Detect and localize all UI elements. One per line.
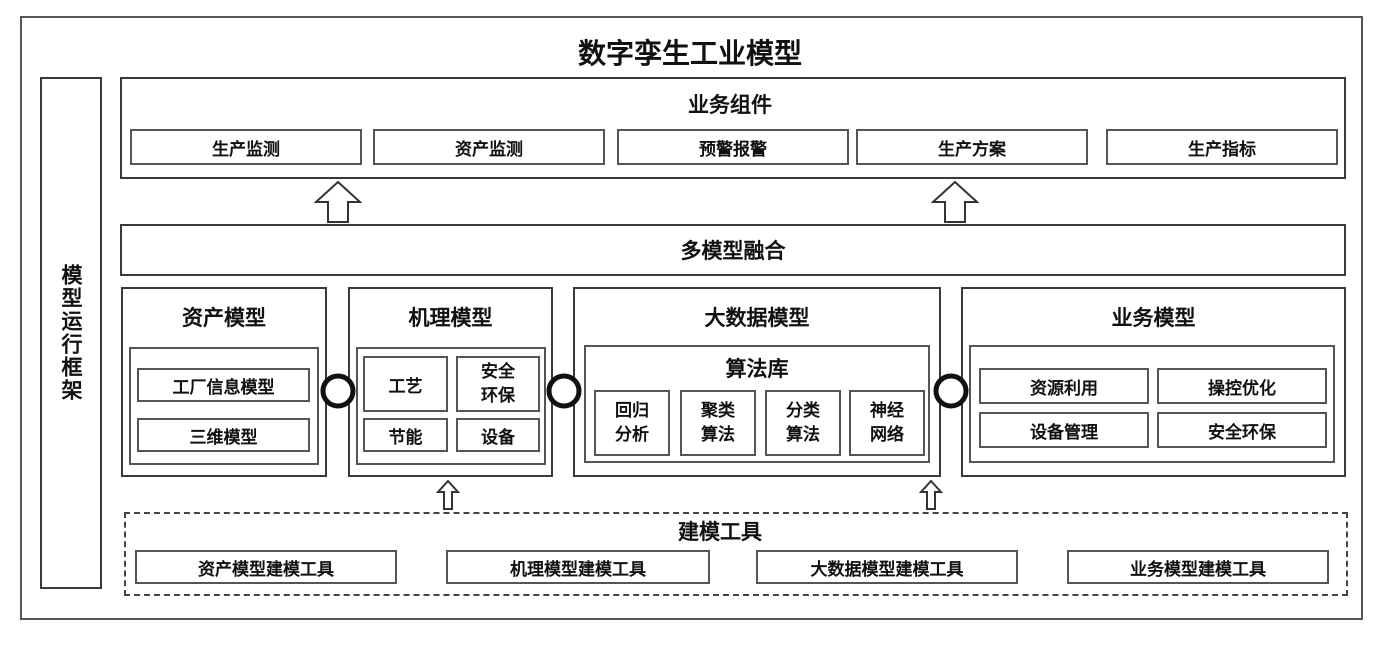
model-runtime-framework: 模型运行框架 bbox=[40, 77, 102, 589]
mechanism-model-item: 工艺 bbox=[363, 356, 448, 412]
business-component-item: 预警报警 bbox=[617, 129, 849, 165]
business-model-item: 安全环保 bbox=[1157, 412, 1327, 448]
business-component-item: 资产监测 bbox=[373, 129, 605, 165]
asset-model-label: 资产模型 bbox=[182, 306, 266, 330]
connector-ring-icon bbox=[546, 373, 582, 409]
algorithm-item-text: 聚类算法 bbox=[701, 401, 735, 445]
business-model-label: 业务模型 bbox=[1111, 306, 1196, 330]
mechanism-model-label: 机理模型 bbox=[408, 306, 493, 330]
modeling-tool-item: 资产模型建模工具 bbox=[135, 550, 397, 584]
algorithm-item: 分类算法 bbox=[765, 390, 841, 456]
business-component-item: 生产监测 bbox=[130, 129, 362, 165]
modeling-tools-panel bbox=[124, 512, 1348, 596]
asset-model-item: 三维模型 bbox=[137, 418, 310, 452]
modeling-tool-item: 业务模型建模工具 bbox=[1067, 550, 1329, 584]
up-arrow-icon bbox=[314, 180, 362, 223]
modeling-tool-item: 大数据模型建模工具 bbox=[756, 550, 1018, 584]
algorithm-item: 回归分析 bbox=[594, 390, 670, 456]
modeling-tools-label: 建模工具 bbox=[678, 520, 762, 544]
diagram-title: 数字孪生工业模型 bbox=[577, 37, 802, 70]
mechanism-model-item: 设备 bbox=[456, 418, 540, 452]
algorithm-item: 聚类算法 bbox=[680, 390, 756, 456]
algorithm-library-label: 算法库 bbox=[725, 357, 789, 381]
algorithm-item-text: 回归分析 bbox=[615, 401, 649, 445]
algorithm-item: 神经网络 bbox=[849, 390, 925, 456]
algorithm-item-text: 分类算法 bbox=[786, 401, 820, 445]
business-model-item: 操控优化 bbox=[1157, 368, 1327, 404]
multi-model-fusion: 多模型融合 bbox=[120, 224, 1346, 276]
algorithm-item-text: 神经网络 bbox=[870, 401, 904, 445]
up-arrow-icon bbox=[931, 180, 979, 223]
business-component-item: 生产指标 bbox=[1106, 129, 1338, 165]
business-components-label: 业务组件 bbox=[688, 93, 772, 117]
connector-ring-icon bbox=[320, 373, 356, 409]
up-arrow-icon bbox=[436, 479, 460, 510]
modeling-tool-item: 机理模型建模工具 bbox=[446, 550, 710, 584]
side-label: 模型运行框架 bbox=[59, 264, 83, 402]
up-arrow-icon bbox=[919, 479, 943, 510]
business-model-item: 设备管理 bbox=[979, 412, 1149, 448]
connector-ring-icon bbox=[933, 373, 969, 409]
business-model-item: 资源利用 bbox=[979, 368, 1149, 404]
bigdata-model-label: 大数据模型 bbox=[704, 306, 810, 330]
mechanism-model-item: 安全环保 bbox=[456, 356, 540, 412]
mechanism-model-item: 节能 bbox=[363, 418, 448, 452]
mechanism-model-item-text: 安全环保 bbox=[481, 362, 515, 406]
business-component-item: 生产方案 bbox=[856, 129, 1088, 165]
asset-model-item: 工厂信息模型 bbox=[137, 368, 310, 402]
